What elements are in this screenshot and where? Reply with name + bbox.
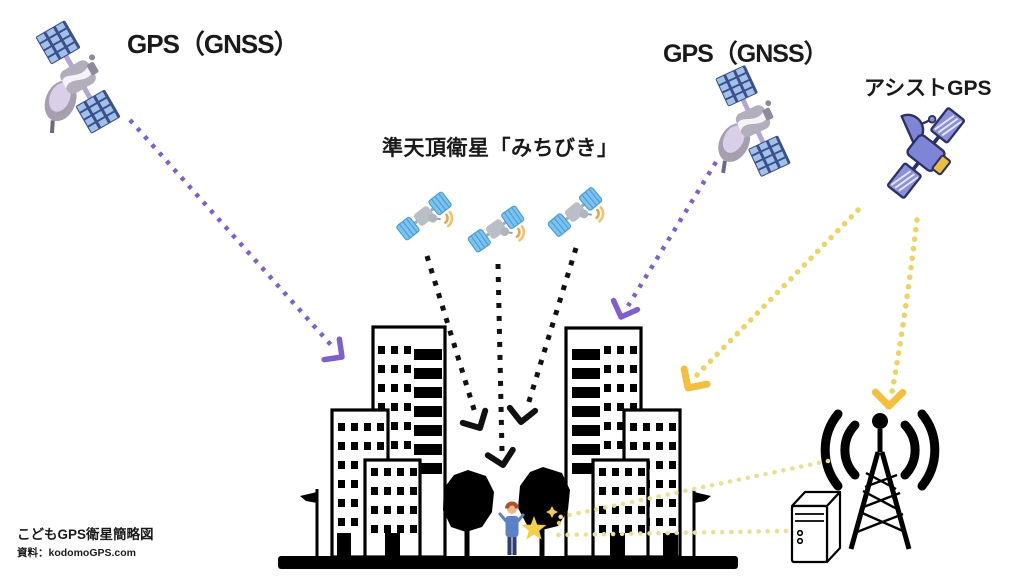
assist-signal-to-city (680, 207, 861, 392)
person-icon (498, 501, 525, 555)
caption-source: 資料：kodomoGPS.com (17, 547, 137, 559)
flag-left-icon (300, 489, 319, 557)
cell-tower-icon (820, 409, 940, 550)
qzss-signal-3 (506, 247, 579, 425)
assist-gps-satellite-icon (860, 86, 978, 210)
tower-signal-to-person (557, 458, 831, 520)
label-gps-left: GPS（GNSS） (127, 29, 300, 59)
city-right-icon (564, 326, 711, 559)
qzss-signal-1 (424, 255, 489, 431)
server-signal-to-person (553, 528, 789, 538)
signal-burst-icon (521, 506, 562, 540)
door (610, 533, 625, 557)
gps-signal-left (128, 118, 345, 363)
gps-satellite-right-icon (675, 62, 798, 196)
qzss-signal-2 (484, 263, 516, 468)
assist-signal-to-tower (871, 217, 920, 410)
tree-left-icon (443, 470, 494, 556)
label-assist-gps: アシストGPS (864, 77, 992, 100)
door (385, 533, 400, 557)
city-left-icon (300, 325, 447, 559)
caption-title: こどもGPS衛星簡略図 (17, 527, 154, 542)
gps-satellite-left-icon (0, 16, 128, 157)
gps-signal-right (610, 160, 718, 320)
server-icon (790, 490, 842, 564)
tree-right-icon (518, 467, 570, 556)
ground-line (278, 556, 738, 569)
label-qzss-michibiki: 準天頂衛星「みちびき」 (382, 137, 619, 160)
label-gps-right: GPS（GNSS） (663, 40, 829, 68)
qzss-satellite-2-icon (465, 203, 535, 266)
qzss-satellite-1-icon (394, 189, 463, 254)
door (663, 533, 678, 557)
door (337, 533, 351, 557)
flag-right-icon (692, 488, 711, 557)
qzss-satellite-3-icon (545, 185, 614, 250)
